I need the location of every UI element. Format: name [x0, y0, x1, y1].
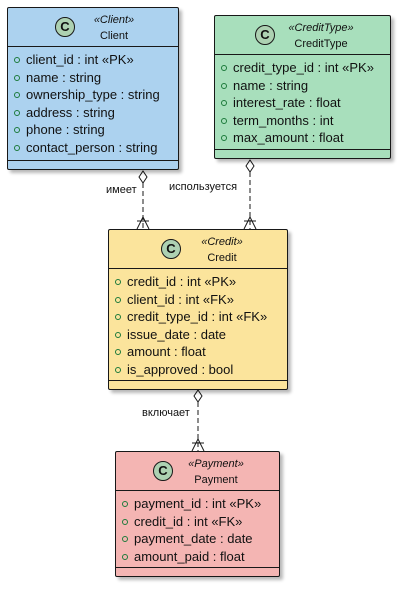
attribute: credit_type_id : int «PK»	[215, 59, 390, 77]
attribute: term_months : int	[215, 112, 390, 130]
class-icon: C	[153, 461, 173, 481]
attribute: contact_person : string	[8, 139, 178, 157]
attribute: client_id : int «PK»	[8, 51, 178, 69]
attribute-list: client_id : int «PK» name : string owner…	[8, 47, 178, 156]
public-visibility-icon	[14, 57, 20, 63]
operations-compartment	[109, 380, 287, 389]
attribute: name : string	[8, 69, 178, 87]
class-stereotype: «Credit»	[201, 236, 243, 248]
public-visibility-icon	[14, 92, 20, 98]
attribute: interest_rate : float	[215, 94, 390, 112]
public-visibility-icon	[115, 366, 121, 373]
attribute: phone : string	[8, 121, 178, 139]
attribute: payment_id : int «PK»	[116, 495, 279, 513]
public-visibility-icon	[122, 553, 128, 560]
attribute: payment_date : date	[116, 530, 279, 548]
relation-label-client-credit: имеет	[106, 184, 137, 196]
attribute: client_id : int «FK»	[109, 291, 287, 309]
attribute: address : string	[8, 104, 178, 122]
class-name: Credit	[207, 252, 237, 264]
class-name: Payment	[194, 474, 238, 486]
class-header: C «Client» Client	[8, 8, 178, 47]
public-visibility-icon	[115, 349, 121, 355]
relation-label-credittype-credit: используется	[169, 181, 238, 193]
class-icon: C	[255, 25, 275, 45]
public-visibility-icon	[115, 279, 121, 285]
class-payment: C «Payment» Payment payment_id : int «PK…	[115, 451, 280, 577]
relation-label-credit-payment: включает	[142, 407, 190, 419]
attribute: is_approved : bool	[109, 361, 287, 379]
public-visibility-icon	[14, 127, 20, 133]
class-stereotype: «CreditType»	[288, 22, 354, 34]
class-icon: C	[161, 239, 181, 259]
class-name: Client	[99, 30, 129, 42]
operations-compartment	[116, 567, 279, 576]
public-visibility-icon	[115, 314, 121, 320]
attribute: name : string	[215, 77, 390, 95]
attribute: ownership_type : string	[8, 86, 178, 104]
class-name: CreditType	[294, 38, 348, 50]
attribute: credit_type_id : int «FK»	[109, 308, 287, 326]
attribute: credit_id : int «PK»	[109, 273, 287, 291]
class-icon: C	[55, 17, 75, 37]
class-header: C «CreditType» CreditType	[215, 16, 390, 55]
public-visibility-icon	[221, 100, 227, 106]
public-visibility-icon	[221, 135, 227, 141]
class-header: C «Credit» Credit	[109, 230, 287, 269]
class-credittype: C «CreditType» CreditType credit_type_id…	[214, 15, 391, 159]
public-visibility-icon	[14, 144, 20, 151]
class-header: C «Payment» Payment	[116, 452, 279, 491]
class-stereotype: «Payment»	[188, 458, 244, 470]
class-stereotype: «Client»	[93, 14, 135, 26]
attribute-list: credit_type_id : int «PK» name : string …	[215, 55, 390, 147]
public-visibility-icon	[122, 536, 128, 542]
attribute-list: credit_id : int «PK» client_id : int «FK…	[109, 269, 287, 378]
credittype-credit-connector	[243, 159, 257, 230]
class-credit: C «Credit» Credit credit_id : int «PK» c…	[108, 229, 288, 390]
public-visibility-icon	[115, 296, 121, 303]
class-client: C «Client» Client client_id : int «PK» n…	[7, 7, 179, 170]
attribute: amount_paid : float	[116, 548, 279, 566]
public-visibility-icon	[122, 501, 128, 507]
attribute: issue_date : date	[109, 326, 287, 344]
attribute: credit_id : int «FK»	[116, 513, 279, 531]
public-visibility-icon	[115, 331, 121, 338]
public-visibility-icon	[122, 518, 128, 525]
public-visibility-icon	[14, 74, 20, 81]
public-visibility-icon	[221, 117, 227, 124]
public-visibility-icon	[221, 82, 227, 89]
credit-payment-connector	[191, 389, 205, 452]
public-visibility-icon	[221, 65, 227, 71]
attribute-list: payment_id : int «PK» credit_id : int «F…	[116, 491, 279, 565]
attribute: max_amount : float	[215, 129, 390, 147]
public-visibility-icon	[14, 109, 20, 116]
attribute: amount : float	[109, 343, 287, 361]
operations-compartment	[8, 160, 178, 169]
client-credit-connector	[136, 170, 150, 230]
operations-compartment	[215, 149, 390, 158]
